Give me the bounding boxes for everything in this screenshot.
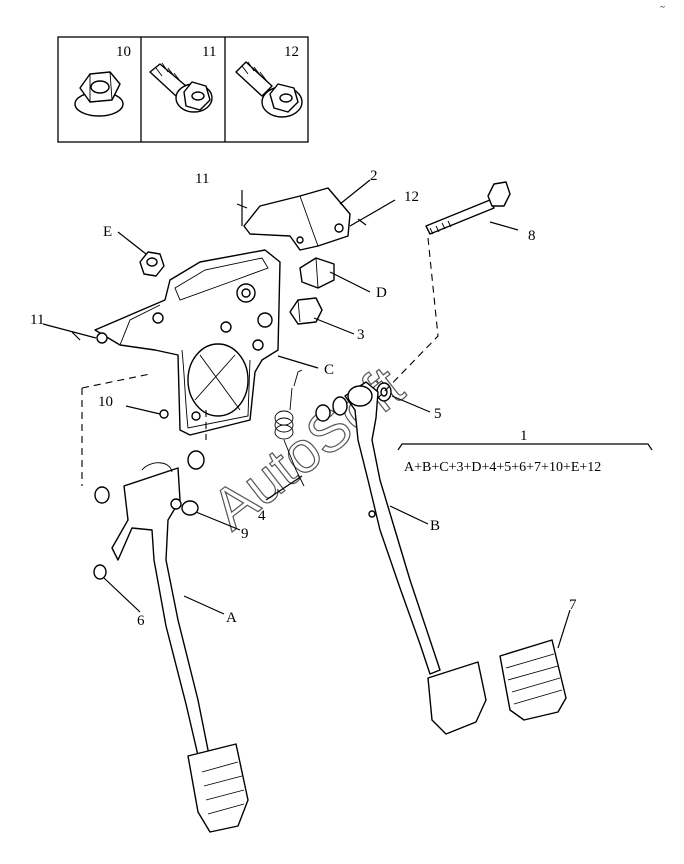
part-9-nut	[170, 498, 199, 516]
callout-7: 7	[569, 597, 577, 613]
part-5-bushing	[376, 382, 392, 402]
legend-number-12: 12	[284, 44, 299, 60]
callout-1: 1	[520, 428, 528, 444]
part-D-switch	[299, 257, 335, 289]
callout-A: A	[226, 610, 237, 626]
callout-D: D	[376, 285, 387, 301]
callout-9: 9	[241, 526, 249, 542]
short-bolt-icon	[149, 62, 213, 113]
part-A-pedal	[111, 462, 249, 833]
callout-8: 8	[528, 228, 536, 244]
leader-lines	[42, 179, 653, 649]
callout-11-top: 11	[195, 171, 209, 187]
part-7-pedal-pad	[499, 639, 567, 721]
corner-mark: ~	[660, 2, 665, 12]
callout-E: E	[103, 224, 112, 240]
part-2-cover	[243, 187, 351, 251]
part-4-spring	[274, 369, 305, 487]
callout-6: 6	[137, 613, 145, 629]
callout-4: 4	[258, 508, 266, 524]
part-B-pedal	[344, 381, 487, 735]
callout-5: 5	[434, 406, 442, 422]
pedal-bracket	[94, 249, 281, 436]
assembly-formula: A+B+C+3+D+4+5+6+7+10+E+12	[404, 460, 601, 475]
callout-C: C	[324, 362, 334, 378]
alignment-lines	[81, 237, 439, 486]
fastener-legend: 10 11 12	[57, 36, 309, 143]
spring-bushings	[93, 396, 348, 580]
flange-nut-icon	[74, 71, 124, 117]
callout-2: 2	[370, 168, 378, 184]
callout-10: 10	[98, 394, 113, 410]
callout-3: 3	[357, 327, 365, 343]
callout-labels: 11 2 12 E 8 D 3 C 11 10 5 1 A+B+C+3+D+4+…	[30, 168, 601, 629]
part-10-ball	[159, 409, 169, 419]
legend-number-11: 11	[202, 44, 216, 60]
callout-12: 12	[404, 189, 419, 205]
part-3-switch	[289, 297, 323, 325]
callout-11-left: 11	[30, 312, 44, 328]
legend-number-10: 10	[116, 44, 131, 60]
callout-B: B	[430, 518, 440, 534]
part-E-nut	[139, 251, 165, 277]
washer-bolt-icon	[235, 61, 303, 118]
part-8-long-bolt	[425, 181, 511, 235]
